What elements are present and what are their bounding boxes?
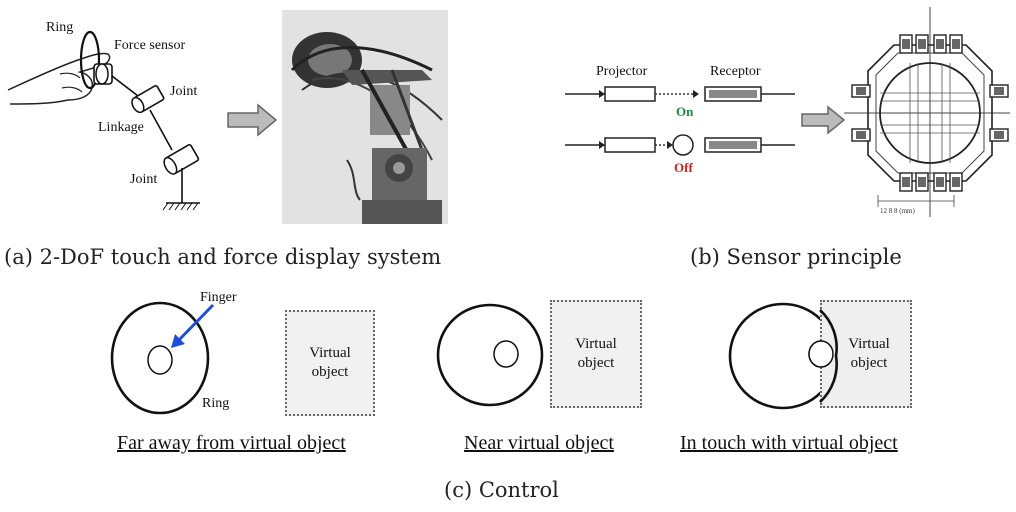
blocking-object [672, 134, 694, 156]
ring-shape [79, 30, 101, 90]
label-projector: Projector [596, 64, 648, 79]
finger-circle [147, 345, 173, 375]
label-linkage: Linkage [98, 120, 144, 135]
state-label-touch: In touch with virtual object [680, 432, 898, 454]
label-finger: Finger [200, 290, 237, 305]
sensor-frame-drawing: 12 8 8 (mm) [844, 7, 1010, 217]
label-ring-c: Ring [202, 396, 230, 411]
virtual-object-touch: Virtual object [820, 300, 912, 408]
touch-overlay [808, 309, 838, 403]
projector-bottom [604, 137, 656, 153]
dimension-label: 12 8 8 (mm) [880, 207, 915, 215]
ring-circle [436, 303, 544, 407]
label-joint-top: Joint [170, 84, 198, 99]
robot-arm-photo [282, 10, 448, 224]
sensor-ring [879, 62, 981, 164]
joint-bottom-shape [163, 144, 200, 175]
right-arrow-icon [227, 103, 278, 137]
virtual-object-far: Virtual object [285, 310, 375, 416]
virtual-object-near: Virtual object [550, 300, 642, 408]
caption-a: (a) 2-DoF touch and force display system [4, 245, 442, 269]
state-label-near: Near virtual object [464, 432, 614, 454]
linkage-shape [149, 109, 173, 151]
caption-c: (c) Control [444, 478, 559, 502]
label-receptor: Receptor [710, 64, 761, 79]
ring-circle [110, 301, 210, 415]
panel-a-drawing [7, 30, 200, 211]
joint-top-shape [131, 85, 165, 114]
caption-b: (b) Sensor principle [690, 245, 902, 269]
right-arrow-icon [801, 105, 846, 135]
finger-arrow [175, 303, 215, 344]
control-state-near-drawing [436, 303, 544, 407]
finger-circle [493, 340, 519, 368]
label-ring: Ring [46, 20, 74, 35]
control-state-far-drawing [110, 301, 215, 415]
label-force-sensor: Force sensor [114, 38, 186, 53]
panel-b-drawing [565, 86, 795, 156]
projector-top [604, 86, 656, 102]
label-off: Off [674, 160, 693, 175]
label-on: On [676, 104, 694, 119]
state-label-far: Far away from virtual object [117, 432, 346, 454]
label-joint-bottom: Joint [130, 172, 158, 187]
